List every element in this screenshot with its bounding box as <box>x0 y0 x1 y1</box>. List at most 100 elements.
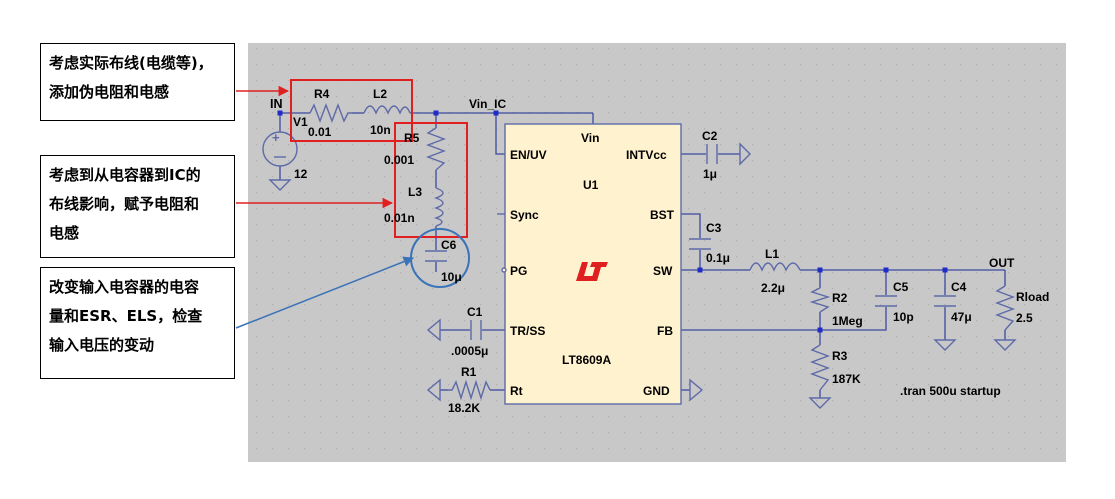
r4-value: 0.01 <box>308 125 332 139</box>
r5-label: R5 <box>404 131 420 145</box>
junctions <box>277 110 948 333</box>
v1-value: 12 <box>294 167 308 181</box>
pin-intvcc: INTVcc <box>626 148 667 162</box>
callout-1-line-2: 添加伪电阻和电感 <box>49 83 170 101</box>
r1-symbol[interactable] <box>448 379 491 401</box>
c3-label: C3 <box>706 221 722 235</box>
net-label-in: IN <box>270 97 283 111</box>
l1-value: 2.2μ <box>761 281 785 295</box>
pin-vin: Vin <box>581 131 599 145</box>
callout-3-line-2: 量和ESR、ELS，检查 <box>49 307 203 325</box>
rload-value: 2.5 <box>1016 311 1033 325</box>
node-c4-top <box>942 267 948 273</box>
rload-label: Rload <box>1016 290 1049 304</box>
node-sw <box>697 267 703 273</box>
c1-value: .0005μ <box>451 344 488 358</box>
l2-value: 10n <box>370 123 391 137</box>
r4-symbol[interactable] <box>309 103 352 123</box>
net-label-out: OUT <box>989 256 1015 270</box>
components: + <box>262 103 1017 409</box>
l1-symbol[interactable] <box>749 262 801 272</box>
wire-c5-fb <box>820 307 887 331</box>
chip-ref: U1 <box>583 178 599 192</box>
ground-c4-symbol <box>933 339 957 351</box>
r1-value: 18.2K <box>448 401 480 415</box>
ground-r1-symbol <box>426 378 441 402</box>
pin-fb: FB <box>657 324 673 338</box>
r5-value: 0.001 <box>384 153 414 167</box>
c2-label: C2 <box>702 129 718 143</box>
pin-rt: Rt <box>510 384 523 398</box>
node-fb <box>817 327 823 333</box>
l3-value: 0.01n <box>384 211 415 225</box>
callout-3-line-3: 输入电压的变动 <box>49 336 155 354</box>
pin-en-uv: EN/UV <box>510 148 547 162</box>
pin-gnd: GND <box>643 384 670 398</box>
pin-tr-ss: TR/SS <box>510 324 545 338</box>
chip-pin-marks <box>497 213 507 273</box>
callout-arrow-3 <box>235 256 414 329</box>
node-vin-r5 <box>433 110 439 116</box>
wires <box>279 112 1006 398</box>
l2-label: L2 <box>373 87 387 101</box>
v1-plus-sign: + <box>272 130 280 145</box>
chip-part: LT8609A <box>562 353 611 367</box>
ground-v1-symbol <box>268 179 292 191</box>
node-vin-en <box>493 110 499 116</box>
ground-c2-symbol <box>739 142 751 166</box>
callout-2-line-2: 布线影响，赋予电阻和 <box>49 195 200 213</box>
highlight-box-wiring <box>394 122 468 238</box>
c5-label: C5 <box>893 280 909 294</box>
wire-en-uv <box>495 113 505 155</box>
l2-symbol[interactable] <box>363 105 411 115</box>
callout-box-capacitor-wiring: 考虑到从电容器到IC的 布线影响，赋予电阻和 电感 <box>40 155 235 258</box>
callout-box-input-capacitor: 改变输入电容器的电容 量和ESR、ELS，检查 输入电压的变动 <box>40 267 235 379</box>
pin-sync: Sync <box>510 208 539 222</box>
ground-chip-symbol <box>689 378 704 402</box>
c6-value: 10μ <box>441 270 462 284</box>
highlight-box-supply <box>290 79 413 142</box>
pin-pg: PG <box>510 264 527 278</box>
ground-rload-symbol <box>993 339 1017 351</box>
callout-2-line-3: 电感 <box>49 224 80 242</box>
r1-label: R1 <box>461 365 477 379</box>
r3-symbol[interactable] <box>810 344 830 391</box>
c2-value: 1μ <box>703 167 717 181</box>
callout-box-wiring-parasitics: 考虑实际布线(电缆等)， 添加伪电阻和电感 <box>40 43 235 121</box>
labels: IN V1 12 R4 0.01 L2 10n Vin_IC R5 0.001 … <box>270 87 1049 415</box>
net-label-vin-ic: Vin_IC <box>469 97 506 111</box>
node-in <box>277 110 283 116</box>
c6-label: C6 <box>441 238 457 252</box>
v1-symbol[interactable] <box>262 131 298 167</box>
r3-value: 187K <box>832 372 861 386</box>
r4-label: R4 <box>314 87 330 101</box>
pin-bst: BST <box>650 208 675 222</box>
pin-sw: SW <box>653 264 673 278</box>
v1-label: V1 <box>293 115 308 129</box>
l1-label: L1 <box>765 247 779 261</box>
node-c5-top <box>883 267 889 273</box>
c5-value: 10p <box>893 310 914 324</box>
node-r2-top <box>817 267 823 273</box>
wire-bst-c3 <box>681 213 701 238</box>
c4-label: C4 <box>951 280 967 294</box>
callout-1-line-1: 考虑实际布线(电缆等)， <box>49 54 213 72</box>
lt-logo <box>576 262 608 281</box>
ground-r3-symbol <box>808 397 832 409</box>
callout-3-line-1: 改变输入电容器的电容 <box>49 278 200 296</box>
c4-value: 47μ <box>951 310 972 324</box>
ground-c1-symbol <box>426 318 441 342</box>
l3-label: L3 <box>408 185 422 199</box>
r3-label: R3 <box>832 349 848 363</box>
r2-symbol[interactable] <box>809 287 831 313</box>
callout-2-line-1: 考虑到从电容器到IC的 <box>49 166 201 184</box>
c1-label: C1 <box>467 305 483 319</box>
l3-symbol[interactable] <box>433 187 444 227</box>
rload-symbol[interactable] <box>995 285 1015 331</box>
r5-symbol[interactable] <box>426 127 446 171</box>
r2-value: 1Meg <box>832 314 863 328</box>
c3-value: 0.1μ <box>706 251 730 265</box>
r2-label: R2 <box>832 291 848 305</box>
spice-directive[interactable]: .tran 500u startup <box>900 384 1001 398</box>
